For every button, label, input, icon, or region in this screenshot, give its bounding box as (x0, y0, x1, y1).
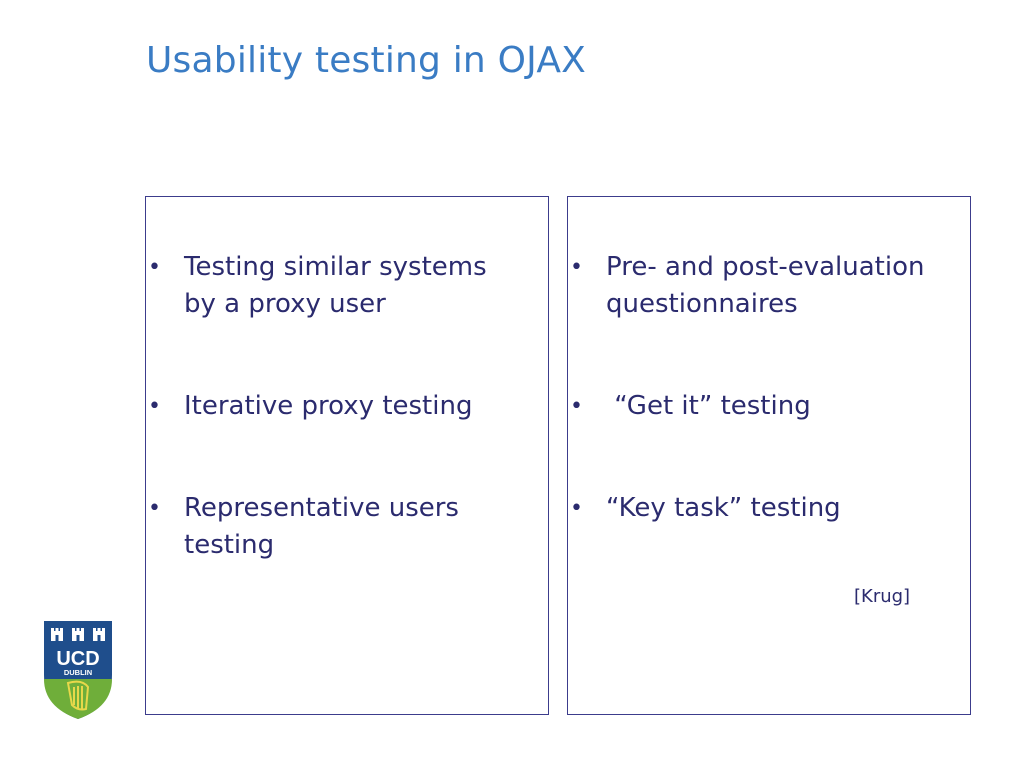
bullet-icon: • (570, 394, 583, 419)
left-content-box: • Testing similar systems by a proxy use… (145, 196, 549, 715)
bullet-icon: • (570, 496, 583, 521)
slide-title: Usability testing in OJAX (146, 40, 587, 81)
citation: [Krug] (854, 586, 911, 607)
bullet-item: • Iterative proxy testing (146, 388, 548, 425)
bullet-item: • Pre- and post-evaluation questionnaire… (568, 249, 970, 323)
right-content-box: • Pre- and post-evaluation questionnaire… (567, 196, 971, 715)
bullet-item: • Representative users testing (146, 490, 548, 564)
bullet-item: • “Get it” testing (568, 388, 970, 425)
logo-text-sub: DUBLIN (64, 668, 92, 677)
bullet-text-line2: by a proxy user (184, 289, 386, 319)
bullet-text-line1: “Key task” testing (606, 493, 841, 523)
bullet-icon: • (148, 255, 161, 280)
bullet-text-line1: Testing similar systems (184, 252, 487, 282)
bullet-text-line1: Iterative proxy testing (184, 391, 473, 421)
bullet-text-line1: “Get it” testing (606, 391, 811, 421)
bullet-text-line1: Representative users (184, 493, 459, 523)
logo-text-main: UCD (56, 648, 99, 670)
bullet-item: • Testing similar systems by a proxy use… (146, 249, 548, 323)
bullet-text-line1: Pre- and post-evaluation (606, 252, 925, 282)
bullet-item: • “Key task” testing (568, 490, 970, 527)
ucd-logo: UCD DUBLIN (42, 617, 114, 721)
left-bullet-list: • Testing similar systems by a proxy use… (146, 249, 548, 629)
bullet-icon: • (148, 496, 161, 521)
ucd-crest-icon: UCD DUBLIN (44, 621, 112, 719)
right-bullet-list: • Pre- and post-evaluation questionnaire… (568, 249, 970, 592)
bullet-text-line2: questionnaires (606, 289, 798, 319)
bullet-text-line2: testing (184, 530, 275, 560)
bullet-icon: • (148, 394, 161, 419)
bullet-icon: • (570, 255, 583, 280)
